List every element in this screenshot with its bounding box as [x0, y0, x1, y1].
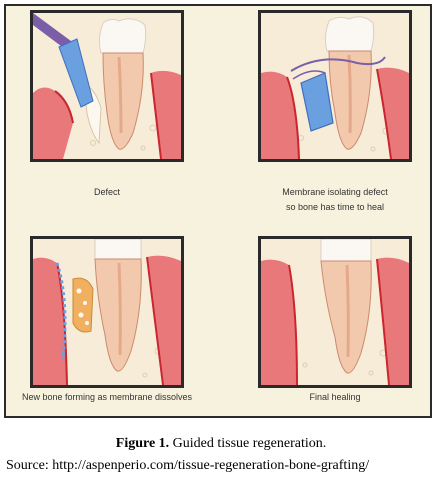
panel-label-line: Defect — [93, 187, 120, 197]
panel-final-healing — [258, 236, 412, 388]
panel-label-line: Membrane isolating defect — [282, 187, 388, 197]
figure-caption-text: Guided tissue regeneration. — [172, 436, 327, 451]
new-bone-illustration — [33, 239, 181, 385]
panel-defect — [30, 10, 184, 162]
panel-membrane-isolating — [258, 10, 412, 162]
figure-source: Source: http://aspenperio.com/tissue-reg… — [6, 458, 370, 473]
panel-label-defect: Defect — [30, 185, 184, 200]
panel-label-line: so bone has time to heal — [285, 202, 385, 212]
panel-label-new-bone: New bone forming as membrane dissolves — [8, 390, 206, 405]
panel-new-bone-forming — [30, 236, 184, 388]
panel-label-line: Final healing — [309, 392, 361, 402]
defect-illustration — [33, 13, 181, 159]
panel-label-membrane: Membrane isolating defect so bone has ti… — [236, 185, 434, 215]
final-healing-illustration — [261, 239, 409, 385]
panel-label-line: New bone forming as membrane dissolves — [21, 392, 193, 402]
figure-caption: Figure 1. Guided tissue regeneration. — [0, 436, 442, 452]
figure-caption-label: Figure 1. — [115, 436, 170, 451]
membrane-illustration — [261, 13, 409, 159]
panel-label-final-healing: Final healing — [258, 390, 412, 405]
